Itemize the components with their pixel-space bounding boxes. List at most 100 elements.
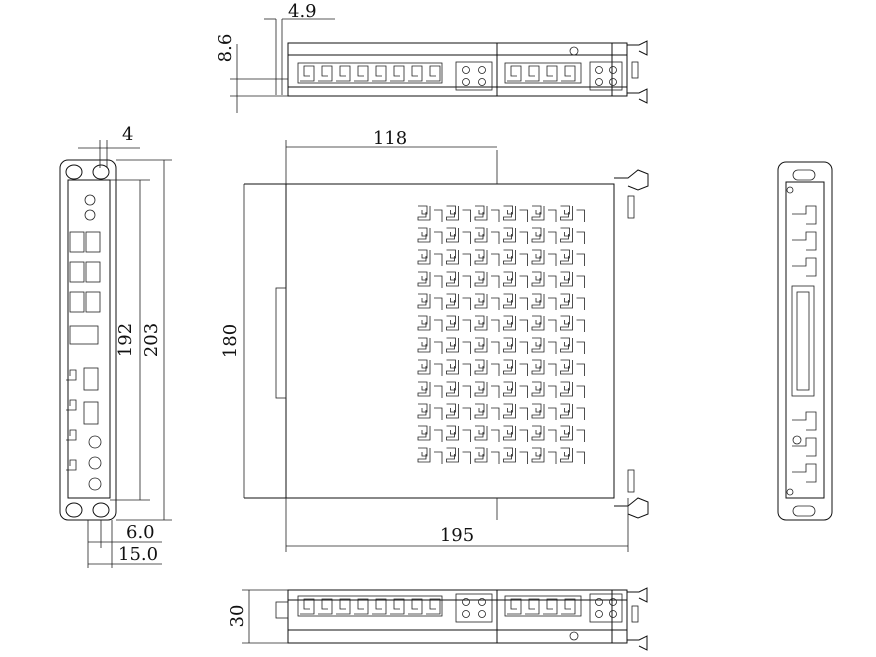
- vent-slot: [503, 227, 528, 244]
- dim-side-height: 180: [220, 324, 241, 358]
- vent-slot: [446, 249, 471, 266]
- vent-slot: [503, 381, 528, 398]
- vent-slot: [531, 227, 557, 244]
- vent-slot: [560, 425, 585, 442]
- vent-slot: [417, 205, 443, 222]
- rear-connector-icon: [791, 285, 815, 397]
- vent-slot: [446, 227, 471, 244]
- dim-side-width: 195: [440, 525, 474, 546]
- top-view-screw: [569, 46, 579, 56]
- lan-port-icon: [69, 325, 99, 345]
- vent-slot: [560, 337, 585, 354]
- vent-slot: [417, 381, 443, 398]
- dim-front-inner-height: 192: [115, 323, 136, 357]
- vent-slot: [474, 205, 500, 222]
- vent-slot: [560, 249, 585, 266]
- antenna-jack-icon: [88, 477, 102, 491]
- dim-side-partial-width: 118: [373, 128, 407, 149]
- vent-slot: [474, 447, 500, 464]
- usb-ports: [69, 231, 101, 313]
- vent-slot: [474, 403, 500, 420]
- side-handle-bottom: [614, 497, 649, 519]
- rear-vent-top: [792, 205, 817, 277]
- vent-slot: [474, 271, 500, 288]
- vent-slot: [560, 447, 585, 464]
- top-view-screw-block-2: [589, 61, 623, 91]
- vent-slot: [446, 403, 471, 420]
- vent-slot: [417, 249, 443, 266]
- front-panel-inner: [67, 179, 111, 499]
- vent-slot: [417, 425, 443, 442]
- vent-slot: [531, 315, 557, 332]
- vent-slot: [446, 271, 471, 288]
- top-view-vent-left: [297, 62, 443, 84]
- vent-slot: [531, 293, 557, 310]
- vent-slot: [446, 205, 471, 222]
- side-view-body: [285, 183, 615, 499]
- vent-slot: [474, 381, 500, 398]
- vent-slot: [531, 249, 557, 266]
- side-view: 118 180 195: [220, 128, 649, 552]
- vent-slot: [417, 359, 443, 376]
- vent-slot: [560, 271, 585, 288]
- vent-slot: [560, 403, 585, 420]
- dim-top-height: 8.6: [215, 34, 236, 63]
- audio-jack-icon: [84, 194, 96, 206]
- top-view-handles: [627, 40, 648, 104]
- dim-top-offset: 4.9: [288, 1, 317, 22]
- vent-slot: [446, 337, 471, 354]
- rear-vent-bottom: [792, 411, 817, 483]
- vent-slot: [417, 337, 443, 354]
- rear-view: [777, 161, 833, 521]
- vent-slot: [560, 293, 585, 310]
- vent-slot: [503, 271, 528, 288]
- vent-slot: [417, 271, 443, 288]
- vent-slot: [531, 205, 557, 222]
- audio-jack-icon: [84, 209, 96, 221]
- vent-slot: [446, 359, 471, 376]
- bottom-view-vent-left: [297, 595, 443, 617]
- vent-slot: [503, 447, 528, 464]
- vent-slot: [531, 359, 557, 376]
- vent-slot: [503, 205, 528, 222]
- vent-slot: [474, 293, 500, 310]
- bottom-view-screw-block: [455, 593, 493, 623]
- top-view-screw-block: [455, 61, 493, 91]
- vent-slot: [474, 425, 500, 442]
- rear-panel-frame: [777, 161, 833, 521]
- bottom-view-body: [287, 589, 628, 644]
- top-view: 8.6 4.9: [215, 1, 648, 113]
- vent-slot: [560, 227, 585, 244]
- power-jack-icon: [88, 435, 102, 449]
- vent-slot: [474, 227, 500, 244]
- vent-slot: [446, 447, 471, 464]
- side-handle-top: [614, 169, 649, 191]
- vent-slot: [474, 337, 500, 354]
- vent-slot: [503, 403, 528, 420]
- top-view-vent-right: [504, 62, 582, 84]
- top-view-body: [287, 42, 628, 97]
- displayport-icon: [83, 367, 99, 391]
- antenna-jack-icon: [88, 456, 102, 470]
- dim-front-outer-height: 203: [141, 323, 162, 357]
- vent-slot: [474, 359, 500, 376]
- vent-slot: [560, 359, 585, 376]
- vent-slot: [503, 337, 528, 354]
- vent-slot: [503, 315, 528, 332]
- vent-slot: [531, 447, 557, 464]
- vent-grid: [417, 205, 585, 464]
- hdmi-port-icon: [83, 401, 99, 425]
- vent-slot: [560, 315, 585, 332]
- rear-panel-inner: [785, 181, 825, 499]
- vent-slot: [446, 293, 471, 310]
- dim-front-offset-large: 15.0: [118, 544, 158, 565]
- vent-slot: [560, 381, 585, 398]
- vent-slot: [531, 425, 557, 442]
- bottom-view-handles: [627, 587, 648, 651]
- vent-slot: [474, 315, 500, 332]
- bottom-view-vent-right: [504, 595, 582, 617]
- vent-slot: [417, 315, 443, 332]
- vent-slot: [503, 249, 528, 266]
- vent-slot: [560, 205, 585, 222]
